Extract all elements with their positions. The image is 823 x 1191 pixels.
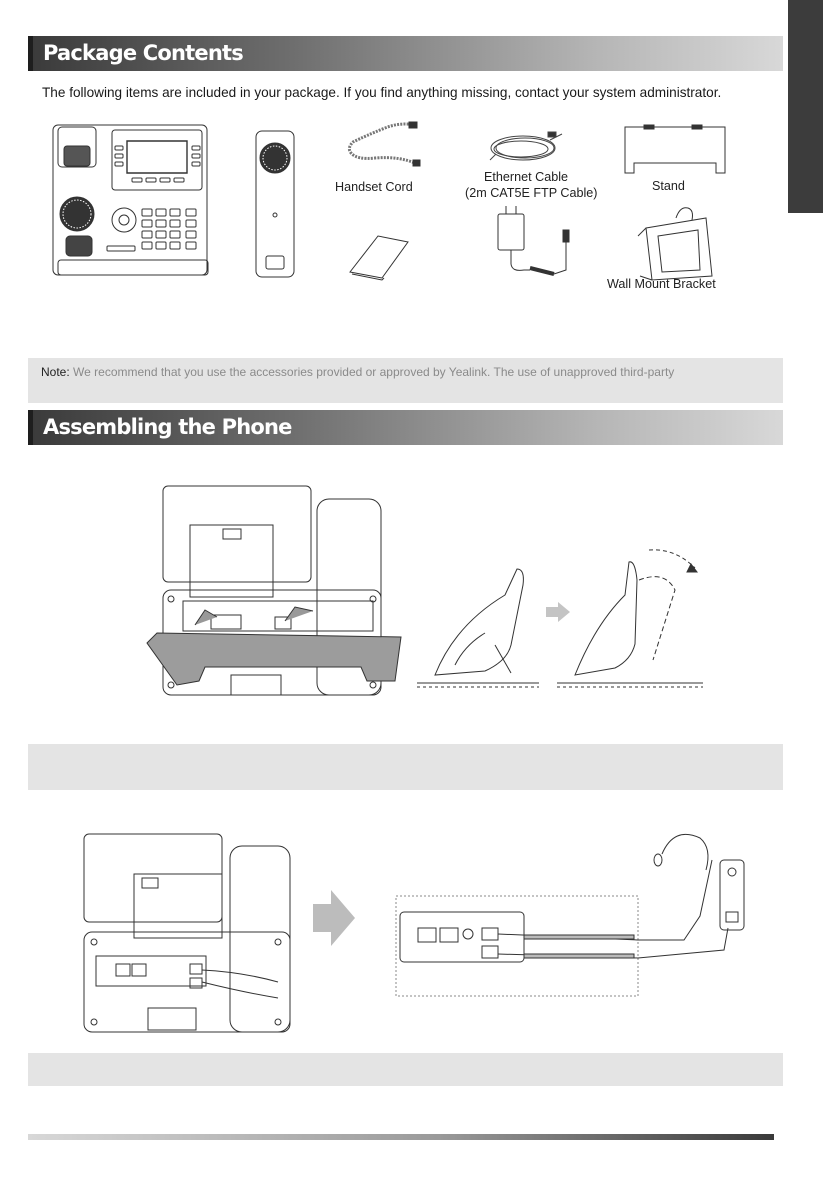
- note-label: Note:: [41, 365, 70, 379]
- section-header-package-contents: Package Contents: [28, 36, 783, 71]
- arrow-right-icon: [546, 602, 570, 622]
- note-box: Note: We recommend that you use the acce…: [28, 358, 783, 403]
- phone-back-connect-illustration: [82, 832, 294, 1034]
- phone-back-stand-illustration: [145, 485, 395, 700]
- handset-illustration: [255, 130, 295, 278]
- quick-start-guide-illustration: [348, 232, 410, 280]
- side-tab: [788, 0, 823, 213]
- phone-side-view-illustration: [415, 565, 540, 690]
- stand-label: Stand: [652, 179, 685, 193]
- footer-rule: [28, 1134, 774, 1140]
- section-title: Package Contents: [43, 41, 244, 65]
- intro-text: The following items are included in your…: [42, 85, 722, 100]
- handset-cord-label: Handset Cord: [335, 180, 413, 194]
- ip-phone-illustration: [52, 124, 208, 276]
- ethernet-cable-label: Ethernet Cable: [484, 170, 569, 184]
- gray-note-strip-2: [28, 1053, 783, 1086]
- section-title: Assembling the Phone: [43, 415, 292, 439]
- note-body: We recommend that you use the accessorie…: [73, 365, 675, 379]
- wall-mount-bracket-label: Wall Mount Bracket: [607, 277, 716, 291]
- stand-illustration: [624, 125, 726, 175]
- section-header-accent: [28, 36, 33, 71]
- note-text: Note: We recommend that you use the acce…: [41, 365, 674, 379]
- section-header-accent: [28, 410, 33, 445]
- handset-cord-illustration: [345, 120, 420, 175]
- connection-detail-illustration: [394, 830, 754, 996]
- ethernet-cable-spec-label: (2m CAT5E FTP Cable): [465, 186, 598, 200]
- arrow-right-large-icon: [313, 890, 355, 946]
- section-header-assembling: Assembling the Phone: [28, 410, 783, 445]
- ethernet-cable-illustration: [488, 128, 568, 168]
- wall-mount-bracket-illustration: [636, 206, 714, 282]
- gray-note-strip: [28, 744, 783, 790]
- power-adapter-illustration: [490, 206, 578, 281]
- phone-side-view-adjusted-illustration: [555, 540, 705, 690]
